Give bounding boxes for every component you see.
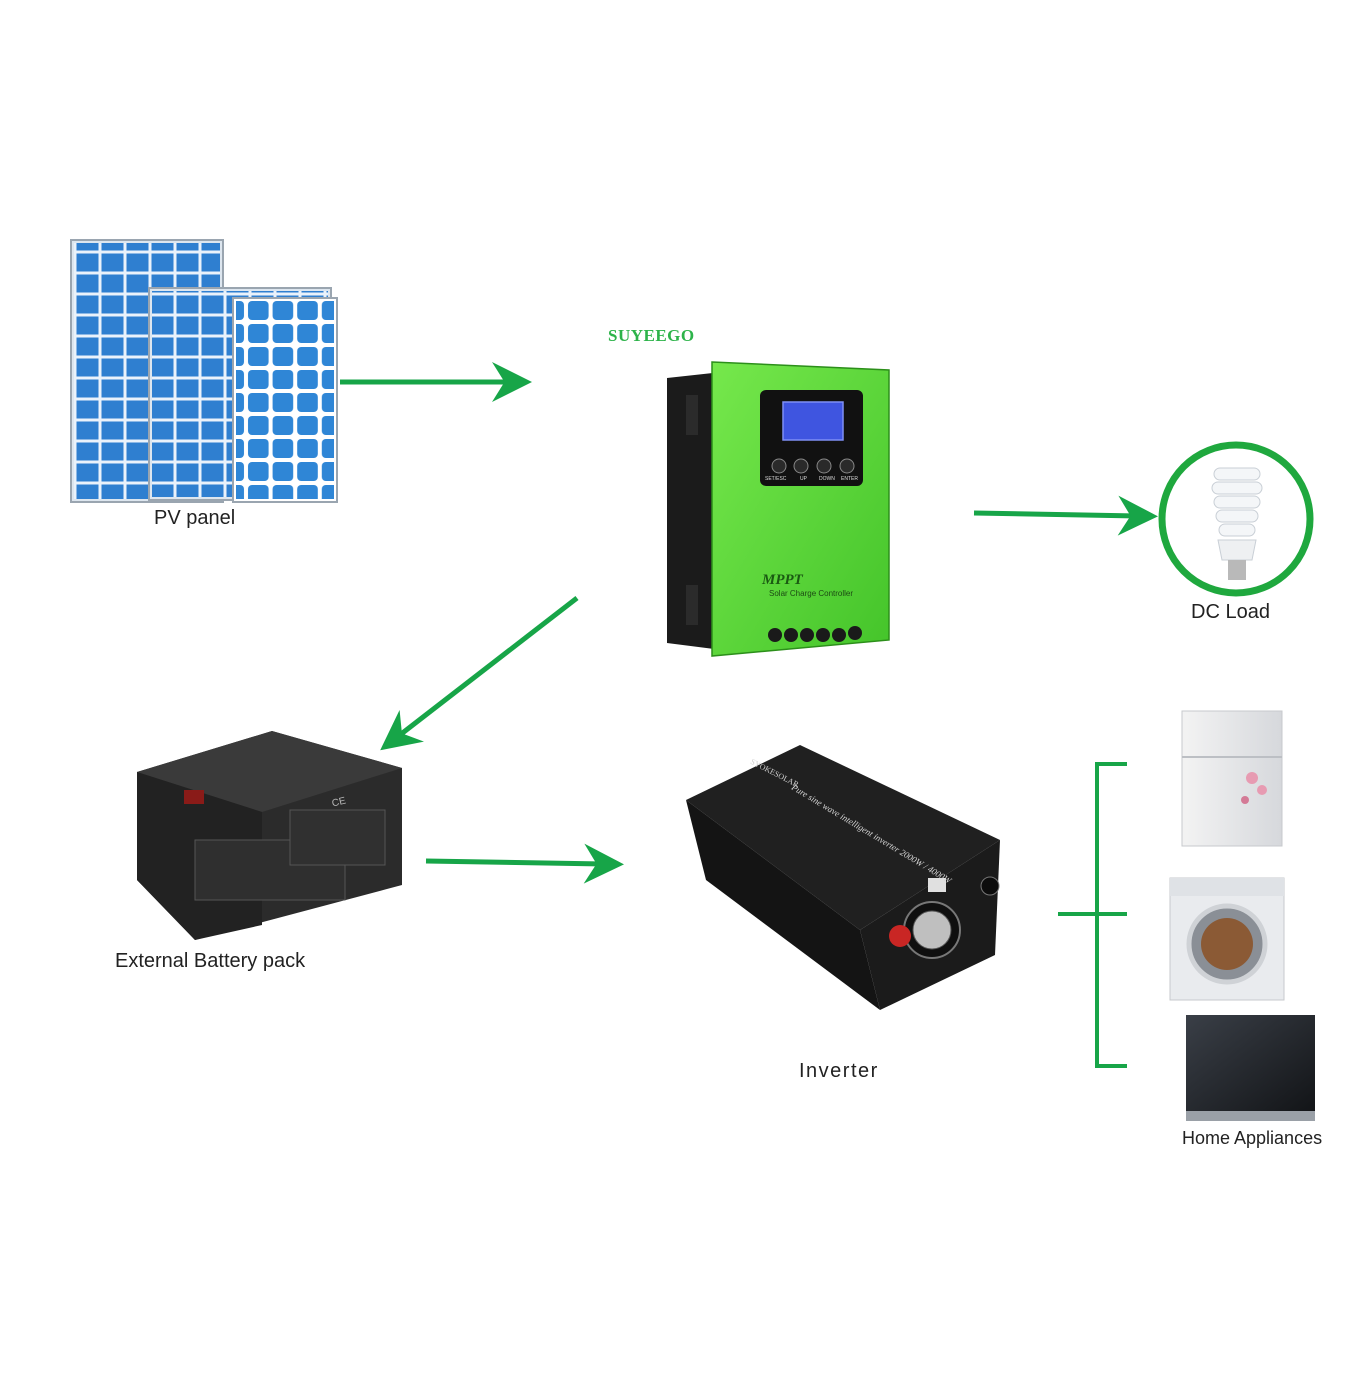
solar-panel-icon	[70, 239, 338, 503]
washing-machine-icon	[1169, 877, 1285, 1001]
charge-controller-icon	[667, 361, 890, 657]
arrow-controller-to-dc-load	[973, 495, 1158, 536]
controller-button-label: UP	[800, 476, 807, 482]
pv-panel-label: PV panel	[154, 507, 236, 529]
controller-logo: MPPT	[762, 572, 803, 588]
refrigerator-icon	[1181, 710, 1283, 847]
inverter-label: Inverter	[799, 1060, 879, 1082]
controller-button-label: SET/ESC	[765, 476, 787, 482]
battery-icon	[137, 731, 402, 940]
arrow-battery-to-inverter	[425, 843, 624, 884]
light-bulb-icon	[1158, 441, 1314, 597]
dc-load-label: DC Load	[1191, 601, 1270, 623]
brand-label: SUYEEGO	[608, 326, 695, 345]
inverter-icon	[686, 745, 1000, 1010]
controller-button-label: DOWN	[819, 476, 835, 482]
battery-label: External Battery pack	[115, 950, 306, 972]
arrow-controller-to-battery	[380, 596, 579, 751]
controller-subtitle: Solar Charge Controller	[769, 589, 854, 598]
controller-button-label: ENTER	[841, 476, 858, 482]
television-icon	[1186, 1015, 1315, 1121]
home-appliances-label: Home Appliances	[1182, 1128, 1323, 1148]
